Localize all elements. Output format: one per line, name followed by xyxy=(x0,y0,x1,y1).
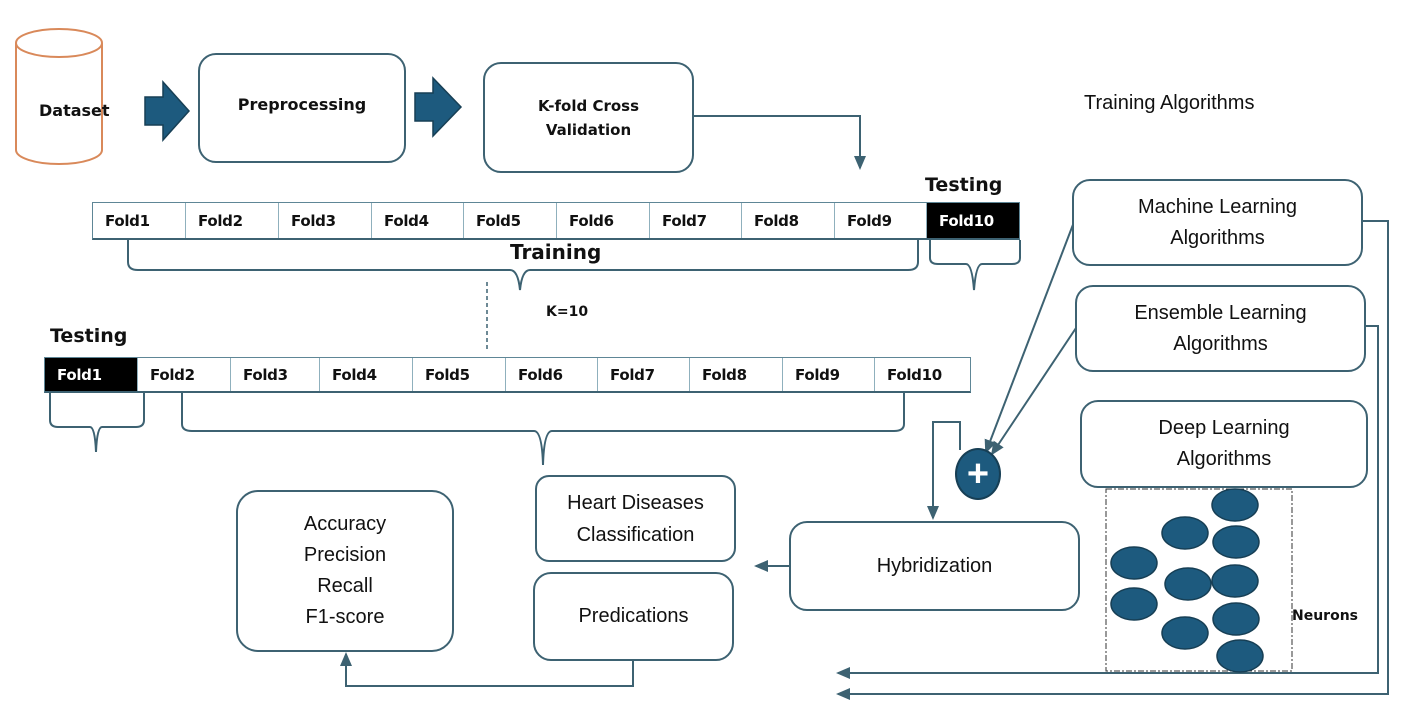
testing-label-top: Testing xyxy=(925,174,1003,196)
neuron-icon xyxy=(1211,488,1259,522)
fold-cell: Fold1 xyxy=(45,358,138,391)
deep-label-line2: Algorithms xyxy=(1176,448,1272,470)
testing-brace xyxy=(929,240,1021,291)
neuron-icon xyxy=(1161,616,1209,650)
metric-f1: F1-score xyxy=(305,606,385,628)
ensemble-label-line1: Ensemble Learning xyxy=(1134,301,1307,324)
fold-cell: Fold9 xyxy=(783,358,875,391)
classification-box[interactable]: Heart Diseases Classification xyxy=(535,475,736,562)
fold-cell: Fold10 xyxy=(927,203,1019,238)
fold-cell: Fold8 xyxy=(690,358,783,391)
ensemble-algorithms-box[interactable]: Ensemble Learning Algorithms xyxy=(1075,285,1366,372)
fold-cell: Fold5 xyxy=(413,358,506,391)
training-algorithms-title: Training Algorithms xyxy=(1084,92,1255,114)
deep-label-line1: Deep Learning xyxy=(1158,417,1290,439)
fold-cell: Fold4 xyxy=(372,203,464,238)
preprocessing-label: Preprocessing xyxy=(237,94,367,114)
neuron-icon xyxy=(1110,587,1158,621)
predications-box[interactable]: Predications xyxy=(533,572,734,661)
ensemble-label-line2: Algorithms xyxy=(1173,332,1268,355)
fold-cell: Fold7 xyxy=(650,203,742,238)
neurons-group xyxy=(1110,488,1264,673)
ml-algorithms-box[interactable]: Machine Learning Algorithms xyxy=(1072,179,1363,266)
kfold-label-line2: Validation xyxy=(545,120,632,139)
ml-label-line2: Algorithms xyxy=(1170,226,1265,249)
classification-label-line2: Classification xyxy=(576,523,695,546)
testing-label-bottom: Testing xyxy=(50,325,128,347)
metric-precision: Precision xyxy=(303,544,387,566)
ml-label-line1: Machine Learning xyxy=(1138,195,1297,218)
metric-accuracy: Accuracy xyxy=(303,513,387,535)
k-label: K=10 xyxy=(546,304,589,320)
fold-cell: Fold1 xyxy=(93,203,186,238)
kfold-box[interactable]: K-fold Cross Validation xyxy=(483,62,694,173)
fold-cell: Fold3 xyxy=(231,358,320,391)
predications-label: Predications xyxy=(578,605,689,627)
neurons-box xyxy=(1105,488,1293,672)
classification-label-line1: Heart Diseases xyxy=(567,491,704,514)
kfold-to-folds-connector xyxy=(694,115,866,170)
preprocessing-box[interactable]: Preprocessing xyxy=(198,53,406,163)
dataset-cylinder xyxy=(15,28,103,165)
hybridization-label: Hybridization xyxy=(876,554,993,577)
fold-cell: Fold4 xyxy=(320,358,413,391)
block-arrow-icon xyxy=(144,80,191,142)
fold-cell: Fold3 xyxy=(279,203,372,238)
kfold-label-line1: K-fold Cross xyxy=(537,96,640,115)
fold-cell: Fold9 xyxy=(835,203,927,238)
metrics-box[interactable]: Accuracy Precision Recall F1-score xyxy=(236,490,454,652)
neuron-icon xyxy=(1110,546,1158,580)
fold-cell: Fold8 xyxy=(742,203,835,238)
fold-cell: Fold2 xyxy=(186,203,279,238)
training-brace-bottom xyxy=(181,393,905,466)
neuron-icon xyxy=(1212,602,1260,636)
neurons-label: Neurons xyxy=(1292,608,1359,624)
neuron-icon xyxy=(1216,639,1264,673)
block-arrow-icon xyxy=(414,76,463,138)
deep-algorithms-box[interactable]: Deep Learning Algorithms xyxy=(1080,400,1368,488)
hybridization-box[interactable]: Hybridization xyxy=(789,521,1080,611)
testing-brace-bottom xyxy=(49,393,145,453)
fold-cell: Fold6 xyxy=(557,203,650,238)
fold-cell: Fold5 xyxy=(464,203,557,238)
neuron-icon xyxy=(1161,516,1209,550)
plus-icon: + xyxy=(955,448,1001,500)
fold-cell: Fold10 xyxy=(887,365,942,384)
fold-cell: Fold7 xyxy=(598,358,690,391)
neuron-icon xyxy=(1164,567,1212,601)
dataset-label: Dataset xyxy=(39,101,110,120)
fold-cell: Fold2 xyxy=(138,358,231,391)
neuron-icon xyxy=(1211,564,1259,598)
training-label: Training xyxy=(510,240,602,264)
fold-cell: Fold6 xyxy=(506,358,598,391)
metric-recall: Recall xyxy=(317,575,373,597)
neuron-icon xyxy=(1212,525,1260,559)
